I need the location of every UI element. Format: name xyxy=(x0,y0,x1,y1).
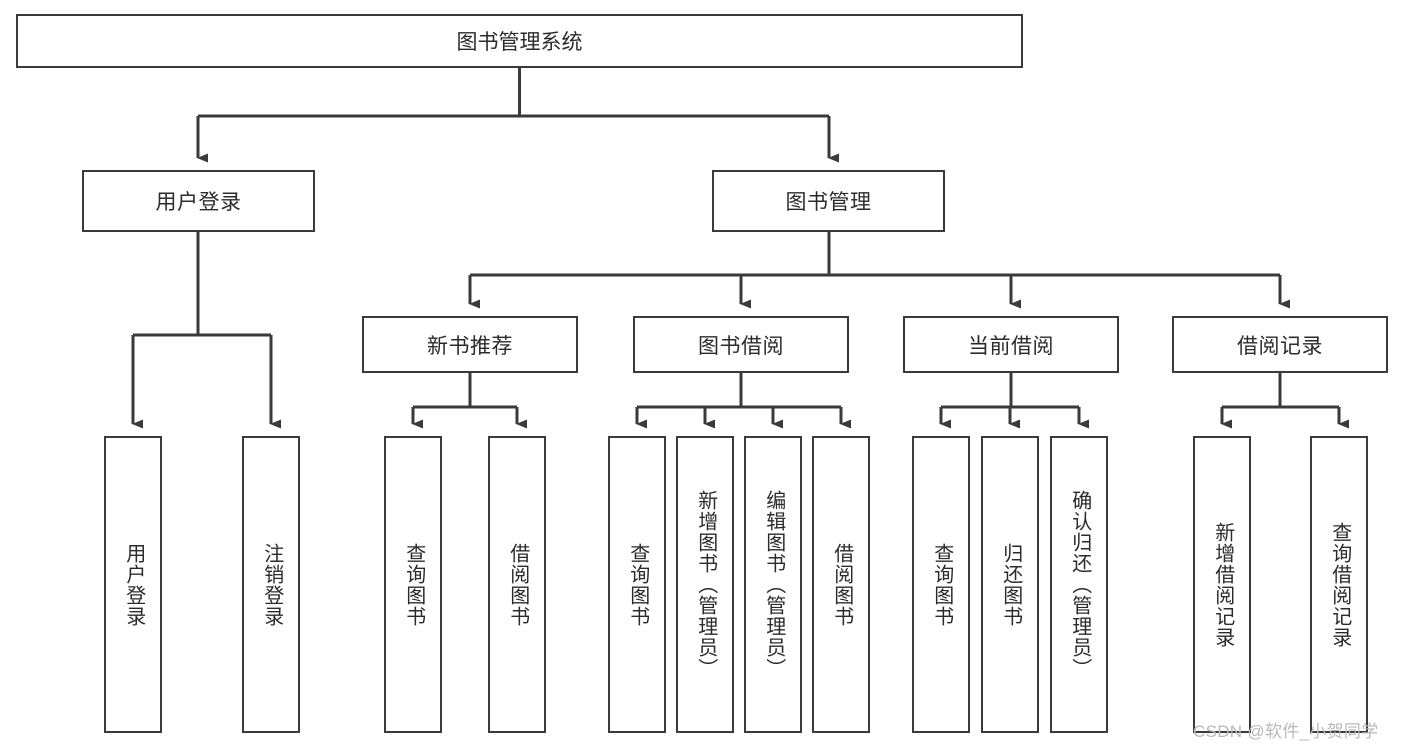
leaf-add-borrow-record[interactable]: 新增借阅记录 xyxy=(1193,436,1251,733)
leaf-confirm-return-admin-label: 确认归还（管理员） xyxy=(1068,490,1091,679)
node-new-book-recommend[interactable]: 新书推荐 xyxy=(362,316,578,373)
leaf-logout[interactable]: 注销登录 xyxy=(242,436,300,733)
leaf-edit-book-admin-label: 编辑图书（管理员） xyxy=(762,490,785,679)
leaf-user-login[interactable]: 用户登录 xyxy=(104,436,162,733)
node-current-borrow-label: 当前借阅 xyxy=(968,334,1054,358)
leaf-logout-label: 注销登录 xyxy=(260,542,283,627)
leaf-query-borrow-record-label: 查询借阅记录 xyxy=(1328,521,1351,648)
node-book-borrow[interactable]: 图书借阅 xyxy=(633,316,849,373)
leaf-query-book-borrow[interactable]: 查询图书 xyxy=(608,436,666,733)
leaf-return-book-label: 归还图书 xyxy=(999,542,1022,627)
leaf-query-book-current[interactable]: 查询图书 xyxy=(912,436,970,733)
leaf-user-login-label: 用户登录 xyxy=(122,542,145,627)
node-root-label: 图书管理系统 xyxy=(456,31,583,54)
node-book-borrow-label: 图书借阅 xyxy=(698,334,784,358)
leaf-query-borrow-record[interactable]: 查询借阅记录 xyxy=(1310,436,1368,733)
leaf-edit-book-admin[interactable]: 编辑图书（管理员） xyxy=(744,436,802,733)
node-root[interactable]: 图书管理系统 xyxy=(16,14,1023,68)
leaf-confirm-return-admin[interactable]: 确认归还（管理员） xyxy=(1050,436,1108,733)
node-borrow-record-label: 借阅记录 xyxy=(1237,334,1323,358)
node-borrow-record[interactable]: 借阅记录 xyxy=(1172,316,1388,373)
leaf-query-book-recommend-label: 查询图书 xyxy=(402,542,425,627)
node-current-borrow[interactable]: 当前借阅 xyxy=(903,316,1119,373)
leaf-borrow-book[interactable]: 借阅图书 xyxy=(812,436,870,733)
node-book-management-label: 图书管理 xyxy=(785,191,872,214)
leaf-query-book-borrow-label: 查询图书 xyxy=(626,542,649,627)
node-book-management[interactable]: 图书管理 xyxy=(712,170,945,232)
leaf-return-book[interactable]: 归还图书 xyxy=(981,436,1039,733)
leaf-add-borrow-record-label: 新增借阅记录 xyxy=(1211,521,1234,648)
leaf-add-book-admin[interactable]: 新增图书（管理员） xyxy=(676,436,734,733)
node-new-book-recommend-label: 新书推荐 xyxy=(427,334,513,358)
node-user-login-label: 用户登录 xyxy=(155,191,242,214)
watermark: CSDN @软件_小贺同学 xyxy=(1193,722,1379,741)
leaf-query-book-recommend[interactable]: 查询图书 xyxy=(384,436,442,733)
leaf-add-book-admin-label: 新增图书（管理员） xyxy=(694,490,717,679)
leaf-borrow-book-recommend-label: 借阅图书 xyxy=(506,542,529,627)
leaf-query-book-current-label: 查询图书 xyxy=(930,542,953,627)
leaf-borrow-book-recommend[interactable]: 借阅图书 xyxy=(488,436,546,733)
node-user-login[interactable]: 用户登录 xyxy=(82,170,315,232)
leaf-borrow-book-label: 借阅图书 xyxy=(830,542,853,627)
